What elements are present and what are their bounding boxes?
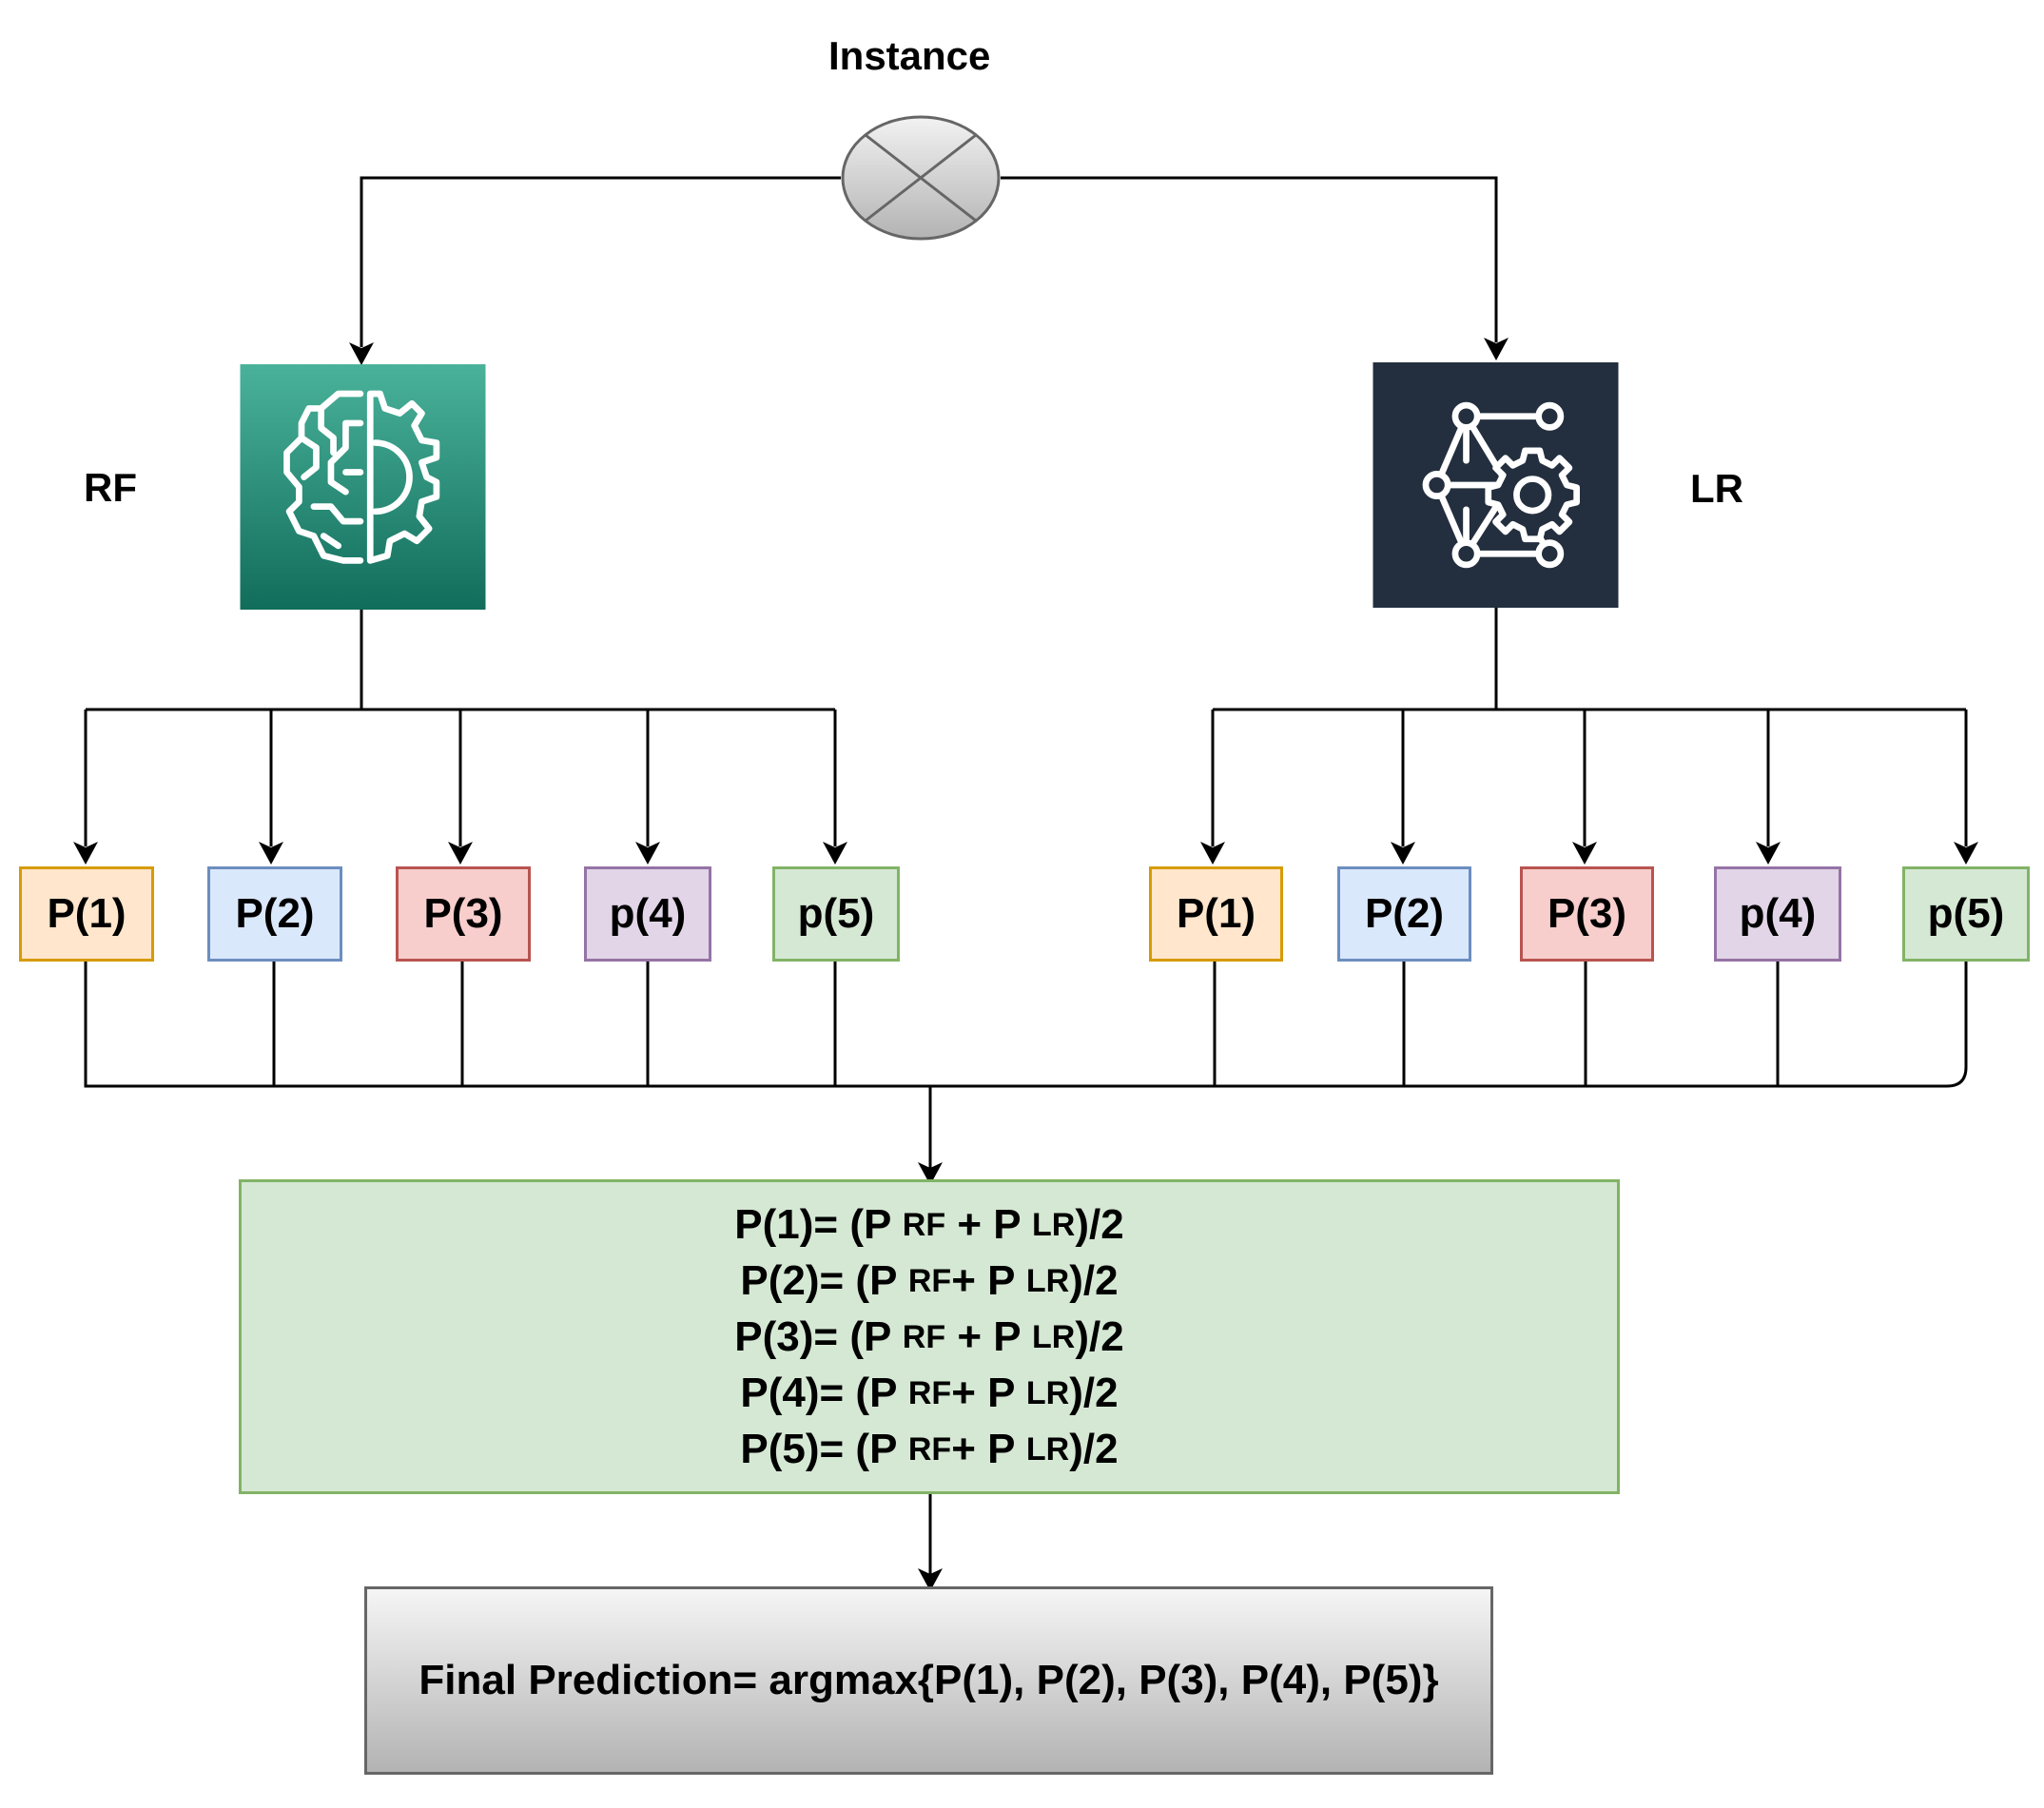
instance-node-icon <box>841 115 1001 241</box>
averaging-formula-box: P(1)= (P RF + P LR)/2 P(2)= (P RF+ P LR)… <box>239 1179 1620 1494</box>
edge-collector <box>84 962 1968 1088</box>
rf-output-box-5: p(5) <box>772 866 900 962</box>
formula-row: P(1)= (P RF + P LR)/2 <box>734 1200 1124 1248</box>
rf-model-icon <box>240 364 486 610</box>
formula-row: P(4)= (P RF+ P LR)/2 <box>740 1369 1119 1416</box>
rf-output-box-1: P(1) <box>19 866 154 962</box>
rf-label: RF <box>84 465 137 510</box>
lr-output-box-4: p(4) <box>1714 866 1841 962</box>
rf-output-box-4: p(4) <box>584 866 711 962</box>
lr-output-box-3: P(3) <box>1520 866 1654 962</box>
instance-label: Instance <box>828 33 991 78</box>
rf-output-box-2: P(2) <box>207 866 342 962</box>
lr-output-box-1: P(1) <box>1149 866 1283 962</box>
formula-row: P(3)= (P RF + P LR)/2 <box>734 1312 1124 1360</box>
formula-row: P(2)= (P RF+ P LR)/2 <box>740 1256 1119 1304</box>
lr-output-box-5: p(5) <box>1902 866 2030 962</box>
rf-output-box-3: P(3) <box>396 866 531 962</box>
edge-instance-rf <box>360 176 841 347</box>
lr-output-box-2: P(2) <box>1337 866 1471 962</box>
formula-row: P(5)= (P RF+ P LR)/2 <box>740 1425 1119 1472</box>
brain-gear-icon <box>240 364 486 610</box>
final-prediction-box: Final Prediction= argmax{P(1), P(2), P(3… <box>364 1586 1493 1775</box>
network-gear-icon <box>1372 362 1619 608</box>
lr-model-icon <box>1372 362 1619 608</box>
edge-instance-lr <box>1001 176 1498 342</box>
lr-label: LR <box>1690 466 1743 511</box>
